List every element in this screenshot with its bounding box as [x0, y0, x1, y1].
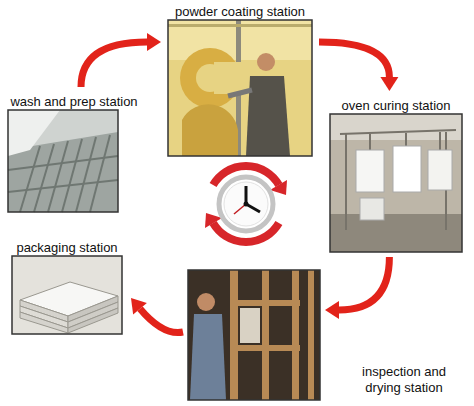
station-box: packaging station — [8, 238, 126, 334]
station-label: oven curing station — [341, 98, 450, 114]
cycle-clock — [205, 166, 287, 242]
station-box: inspection and drying station — [188, 270, 320, 400]
oven-photo — [330, 114, 462, 252]
flow-arrow — [131, 298, 183, 333]
powder-photo — [168, 20, 312, 156]
flow-arrow — [325, 257, 389, 319]
station-box: powder coating station — [166, 2, 314, 156]
wash-photo — [8, 110, 118, 212]
station-label: packaging station — [16, 240, 117, 256]
flow-arrow — [319, 42, 398, 91]
station-label: inspection and drying station — [344, 364, 464, 396]
station-label: wash and prep station — [10, 94, 137, 110]
station-box: wash and prep station — [4, 92, 144, 212]
inspection-photo — [188, 270, 320, 400]
station-box: oven curing station — [330, 96, 462, 252]
flow-arrow — [81, 33, 161, 87]
packaging-photo — [12, 256, 122, 334]
station-label: powder coating station — [175, 4, 305, 20]
